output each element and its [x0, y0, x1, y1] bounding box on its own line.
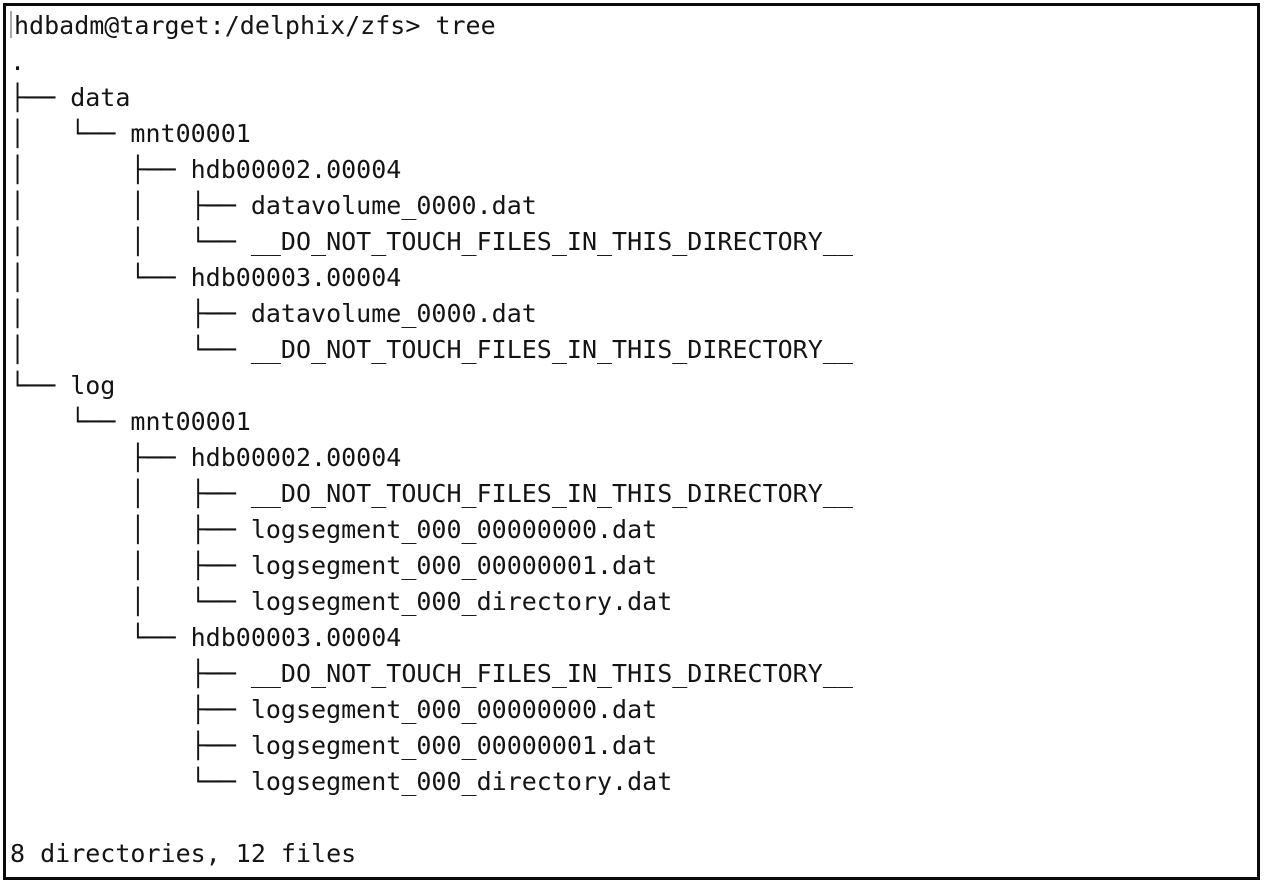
shell-prompt: hdbadm@target:/delphix/zfs> [14, 11, 421, 40]
text-cursor-icon [10, 11, 12, 38]
summary-line: 8 directories, 12 files [10, 839, 357, 868]
tree-output: . ├── data │ └── mnt00001 │ ├── hdb00002… [10, 47, 853, 796]
terminal-window[interactable]: hdbadm@target:/delphix/zfs> tree . ├── da… [3, 3, 1260, 880]
command-line: hdbadm@target:/delphix/zfs> tree [10, 8, 1251, 44]
typed-command: tree [435, 11, 496, 40]
